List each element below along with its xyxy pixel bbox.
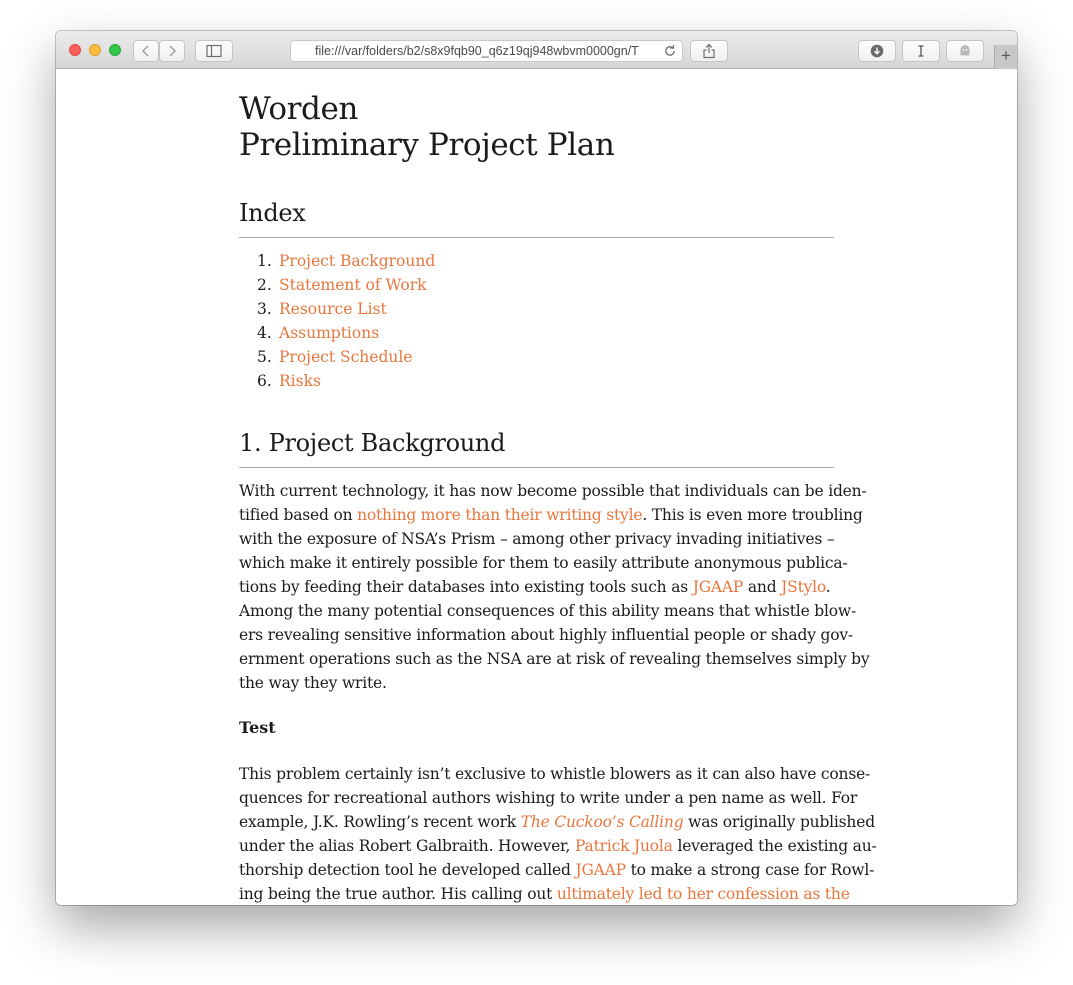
title-line-1: Worden	[239, 91, 358, 127]
text-line: Among the many potential consequences of…	[239, 602, 856, 620]
chevron-right-icon	[169, 45, 176, 57]
text-cursor-icon	[918, 45, 924, 57]
page-content: Worden Preliminary Project Plan Index 1.…	[56, 69, 1017, 905]
text-run: tified based on	[239, 506, 358, 524]
toc-number: 4.	[257, 324, 272, 342]
sidebar-toggle-button[interactable]	[195, 40, 233, 62]
text-run: was originally published	[683, 813, 875, 831]
toc-link-project-schedule[interactable]: Project Schedule	[279, 348, 413, 366]
text-line: the way they write.	[239, 674, 387, 692]
browser-window: file:///var/folders/b2/s8x9fqb90_q6z19qj…	[56, 31, 1017, 905]
text-line: tified based on nothing more than their …	[239, 503, 863, 527]
reload-icon[interactable]	[663, 44, 677, 58]
text-line: with the exposure of NSA’s Prism – among…	[239, 530, 835, 548]
text-line: example, J.K. Rowling’s recent work The …	[239, 810, 875, 834]
text-line: This problem certainly isn’t exclusive t…	[239, 765, 871, 783]
text-line: tions by feeding their databases into ex…	[239, 575, 839, 599]
minimize-window-button[interactable]	[89, 44, 101, 56]
url-text: file:///var/folders/b2/s8x9fqb90_q6z19qj…	[315, 44, 639, 58]
toc-number: 5.	[257, 348, 272, 366]
text-run: leveraged the existing au-	[672, 837, 877, 855]
page-title: Worden Preliminary Project Plan	[239, 91, 615, 163]
toc-number: 6.	[257, 372, 272, 390]
jgaap-link[interactable]: JGAAP	[692, 578, 744, 596]
toc-link-statement-of-work[interactable]: Statement of Work	[279, 276, 427, 294]
section-heading-project-background: 1. Project Background	[239, 429, 506, 457]
text-line: quences for recreational authors wishing…	[239, 789, 858, 807]
reader-extension-button[interactable]	[902, 40, 940, 62]
text-run: tions by feeding their databases into ex…	[239, 578, 693, 596]
jgaap-link[interactable]: JGAAP	[575, 861, 626, 879]
divider	[239, 237, 834, 238]
cuckoos-calling-link[interactable]: The Cuckoo’s Calling	[520, 813, 684, 831]
subheading-test: Test	[239, 718, 276, 737]
toc-link-assumptions[interactable]: Assumptions	[279, 324, 380, 342]
text-line: under the alias Robert Galbraith. Howeve…	[239, 834, 877, 858]
text-line: ernment operations such as the NSA are a…	[239, 650, 870, 668]
writing-style-link[interactable]: nothing more than their writing style	[357, 506, 643, 524]
text-line: which make it entirely possible for them…	[239, 554, 848, 572]
divider	[239, 467, 834, 468]
title-line-2: Preliminary Project Plan	[239, 127, 615, 163]
toolbar: file:///var/folders/b2/s8x9fqb90_q6z19qj…	[56, 31, 1017, 69]
forward-button[interactable]	[159, 40, 185, 62]
share-icon	[703, 43, 715, 59]
close-window-button[interactable]	[69, 44, 81, 56]
text-run: ing being the true author. His calling o…	[239, 885, 557, 903]
extension-button[interactable]	[946, 40, 984, 62]
text-run: .	[825, 578, 831, 596]
text-run: thorship detection tool he developed cal…	[239, 861, 576, 879]
text-line: thorship detection tool he developed cal…	[239, 858, 874, 882]
text-line: With current technology, it has now beco…	[239, 482, 867, 500]
share-button[interactable]	[690, 40, 728, 62]
back-button[interactable]	[133, 40, 159, 62]
sidebar-icon	[206, 44, 222, 58]
toc-link-risks[interactable]: Risks	[279, 372, 321, 390]
paragraph: With current technology, it has now beco…	[239, 479, 870, 695]
new-tab-button[interactable]: +	[994, 45, 1017, 69]
toc-number: 1.	[257, 252, 272, 270]
text-run: to make a strong case for Rowl-	[625, 861, 875, 879]
address-bar[interactable]: file:///var/folders/b2/s8x9fqb90_q6z19qj…	[290, 40, 683, 62]
download-icon	[870, 44, 884, 58]
text-run: example, J.K. Rowling’s recent work	[239, 813, 521, 831]
confession-link[interactable]: ultimately led to her confession as the	[556, 885, 850, 903]
text-run: under the alias Robert Galbraith. Howeve…	[239, 837, 576, 855]
toc-link-resource-list[interactable]: Resource List	[279, 300, 387, 318]
paragraph: This problem certainly isn’t exclusive t…	[239, 762, 877, 905]
jstylo-link[interactable]: JStylo	[781, 578, 826, 596]
patrick-juola-link[interactable]: Patrick Juola	[575, 837, 673, 855]
toc-link-project-background[interactable]: Project Background	[279, 252, 436, 270]
downloads-button[interactable]	[858, 40, 896, 62]
toc-number: 3.	[257, 300, 272, 318]
index-heading: Index	[239, 199, 306, 227]
zoom-window-button[interactable]	[109, 44, 121, 56]
ghost-icon	[960, 45, 970, 56]
text-line: ers revealing sensitive information abou…	[239, 626, 853, 644]
text-run: and	[743, 578, 782, 596]
chevron-left-icon	[142, 45, 149, 57]
text-line: ing being the true author. His calling o…	[239, 882, 850, 905]
text-run: . This is even more troubling	[642, 506, 863, 524]
toc-number: 2.	[257, 276, 272, 294]
